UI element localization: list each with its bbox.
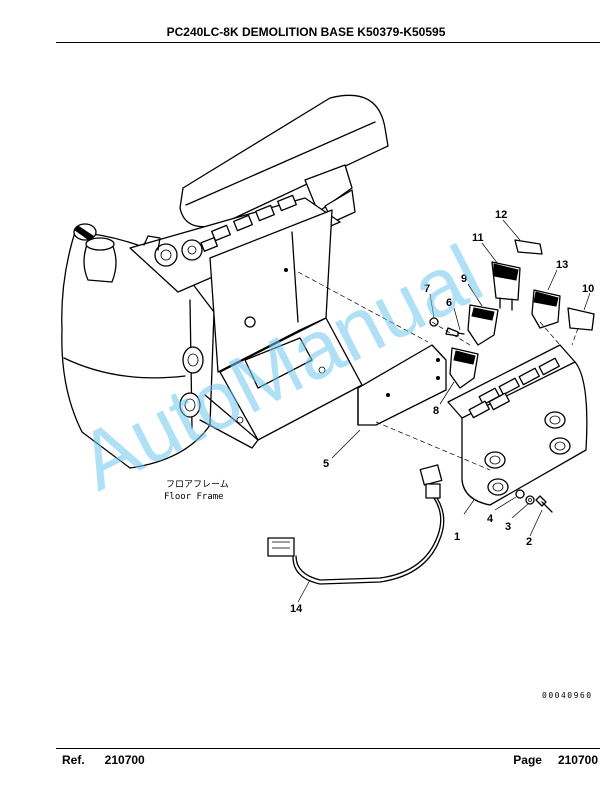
fasteners bbox=[515, 489, 553, 513]
callout-4: 4 bbox=[487, 513, 494, 525]
rocker-switches bbox=[429, 239, 595, 389]
floor-frame-label-jp: フロアフレーム bbox=[166, 479, 229, 490]
callout-13: 13 bbox=[556, 259, 568, 271]
footer-ref: Ref. 210700 bbox=[62, 753, 145, 767]
console-top bbox=[129, 194, 341, 293]
callout-3: 3 bbox=[505, 521, 511, 533]
floor-frame-label-en: Floor Frame bbox=[164, 492, 224, 502]
footer-rule bbox=[56, 748, 600, 749]
ref-value: 210700 bbox=[104, 753, 145, 767]
header-rule bbox=[56, 42, 600, 43]
callout-2: 2 bbox=[526, 536, 532, 548]
callout-14: 14 bbox=[290, 603, 303, 615]
callout-8: 8 bbox=[433, 405, 439, 417]
callout-10: 10 bbox=[582, 283, 594, 295]
callout-6: 6 bbox=[446, 297, 452, 309]
callout-5: 5 bbox=[323, 458, 329, 470]
wire-harness bbox=[267, 464, 445, 585]
key-knob bbox=[73, 223, 117, 283]
leader-lines bbox=[297, 219, 591, 603]
callout-9: 9 bbox=[461, 273, 467, 285]
page-title: PC240LC-8K DEMOLITION BASE K50379-K50595 bbox=[166, 25, 446, 39]
assembly-lines bbox=[297, 271, 579, 471]
callout-11: 11 bbox=[472, 232, 484, 244]
callout-1: 1 bbox=[454, 531, 460, 543]
page-label: Page bbox=[513, 753, 542, 767]
callout-12: 12 bbox=[495, 209, 507, 221]
page-value: 210700 bbox=[557, 753, 598, 767]
ref-label: Ref. bbox=[62, 753, 85, 767]
console-cover bbox=[61, 231, 215, 469]
switch-panel bbox=[447, 344, 588, 506]
callouts: 1 2 3 4 5 6 7 8 9 10 11 12 13 14 bbox=[290, 209, 594, 615]
armrest bbox=[179, 94, 389, 228]
footer-page: Page 210700 bbox=[513, 753, 598, 767]
mounting-plate bbox=[357, 344, 447, 426]
drawing-code: 00040960 bbox=[542, 691, 593, 700]
callout-7: 7 bbox=[424, 283, 430, 295]
